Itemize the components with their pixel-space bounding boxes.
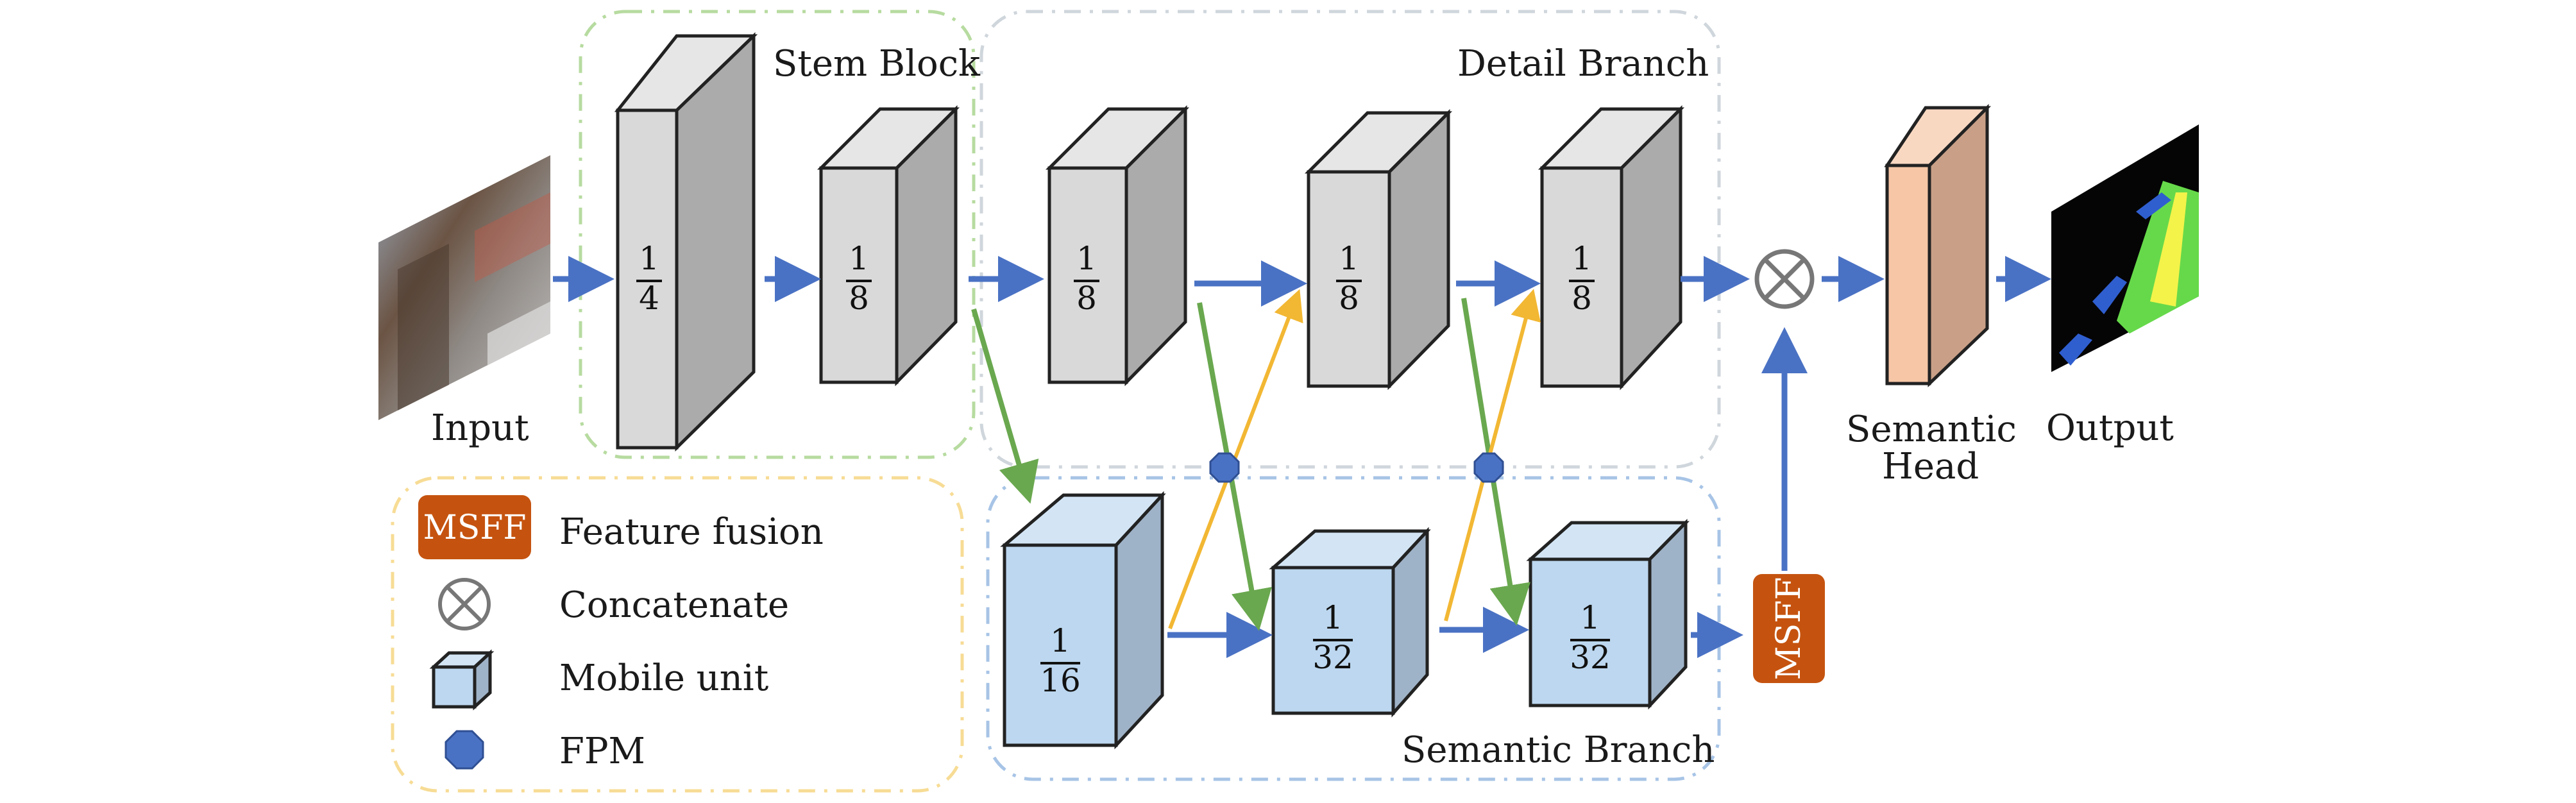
stem-block-2-cube [817,105,960,387]
output-image [2051,124,2199,372]
svg-text:4: 4 [639,280,659,317]
svg-text:8: 8 [1572,280,1592,317]
svg-text:1: 1 [1076,240,1097,277]
msff-block: MSFF [1753,574,1825,683]
legend-group [391,476,964,793]
fraction-detail2: 1 8 [1336,240,1362,317]
detail-3-cube [1538,105,1685,391]
detail-branch-title: Detail Branch [1457,43,1709,85]
fraction-stem2: 1 8 [846,240,872,317]
fpm-node-2 [1473,452,1504,483]
svg-text:1: 1 [1580,599,1600,636]
legend-concatenate: Concatenate [559,584,789,626]
fraction-detail3: 1 8 [1569,240,1595,317]
svg-text:1: 1 [1572,240,1592,277]
semantic-head-label-line2: Head [1882,446,1979,487]
svg-text:1: 1 [1339,240,1359,277]
semantic-head-label-line1: Semantic [1846,409,2017,450]
svg-text:1: 1 [1323,599,1343,636]
legend-feature-fusion: Feature fusion [559,511,824,553]
blue-arrows [553,256,2051,658]
fraction-sem3: 1 32 [1570,599,1611,676]
input-label: Input [431,407,529,449]
svg-text:1: 1 [849,240,869,277]
fraction-sem2: 1 32 [1312,599,1353,676]
semantic-branch-group [986,476,1721,781]
fraction-detail1: 1 8 [1074,240,1099,317]
semantic-branch-title: Semantic Branch [1402,729,1715,771]
stem-block-group [579,10,976,459]
svg-text:MSFF: MSFF [423,509,526,547]
input-image [378,155,550,420]
svg-text:8: 8 [849,280,869,317]
detail-1-cube [1045,105,1190,387]
svg-text:8: 8 [1339,280,1359,317]
fraction-sem1: 1 16 [1040,622,1081,699]
semantic-2-cube [1269,527,1431,718]
detail-2-cube [1304,108,1453,391]
semantic-1-cube [1000,491,1166,750]
svg-text:8: 8 [1076,280,1097,317]
legend: MSFF Feature fusion Concatenate Mobile u… [418,495,824,772]
legend-fpm-icon [445,730,484,770]
svg-text:32: 32 [1570,639,1611,676]
svg-text:1: 1 [639,240,659,277]
legend-mobile-unit: Mobile unit [559,657,769,699]
legend-concatenate-icon [438,578,491,630]
fraction-stem1: 1 4 [636,240,662,317]
stem-block-title: Stem Block [773,43,981,85]
stem-block-1-cube [614,32,758,452]
semantic-head-block [1884,103,1992,387]
legend-mobile-unit-icon [429,649,495,711]
svg-text:1: 1 [1050,622,1071,659]
output-label: Output [2046,407,2174,449]
detail-branch-group [979,10,1721,469]
legend-fpm: FPM [559,731,645,772]
svg-text:16: 16 [1040,662,1081,699]
legend-msff-icon: MSFF [418,495,531,559]
svg-text:32: 32 [1312,639,1353,676]
semantic-3-cube [1526,518,1690,710]
svg-text:MSFF: MSFF [1770,577,1808,680]
concatenate-symbol [1754,249,1815,309]
fpm-node-1 [1209,452,1240,483]
